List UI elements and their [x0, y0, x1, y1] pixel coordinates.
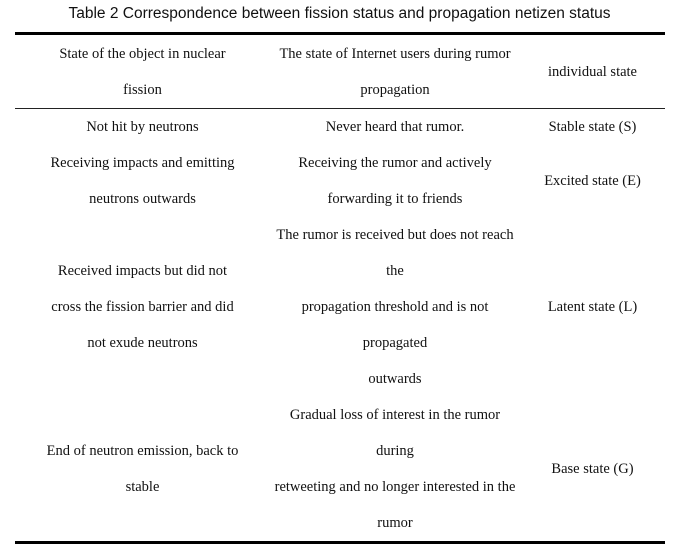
table-row: Not hit by neutrons Never heard that rumo… [15, 109, 665, 146]
cell-netizen-state: Gradual loss of interest in the rumor du… [270, 397, 520, 543]
cell-nuclear-fission-state: End of neutron emission, back to stable [15, 397, 270, 543]
cell-netizen-state: The rumor is received but does not reach… [270, 217, 520, 397]
cell-text-line: individual state [548, 63, 637, 80]
cell-text-line: The rumor is received but does not reach… [276, 227, 514, 279]
cell-individual-state: Stable state (S) [520, 109, 665, 146]
cell-individual-state: Base state (G) [520, 397, 665, 543]
header-cell-individual-state: individual state [520, 33, 665, 109]
table-title: Table 2 Correspondence between fission s… [68, 5, 611, 22]
cell-text-line: Receiving impacts and emitting [50, 155, 235, 171]
table-row: Receiving impacts and emitting neutrons o… [15, 145, 665, 217]
header-cell-netizen-state: The state of Internet users during rumor… [270, 33, 520, 109]
cell-text-line: Received impacts but did not [57, 263, 228, 279]
table-row: End of neutron emission, back to stable Gr… [15, 397, 665, 543]
cell-text-line: Gradual loss of interest in the rumor du… [289, 407, 501, 459]
cell-text-line: Excited state (E) [544, 173, 641, 189]
cell-text-line: The state of Internet users during rumor [279, 45, 511, 62]
cell-text-line: outwards [368, 371, 422, 387]
cell-individual-state: Latent state (L) [520, 217, 665, 397]
cell-text-line: cross the fission barrier and did [51, 299, 234, 315]
cell-text-line: Not hit by neutrons [86, 119, 199, 135]
cell-text-line: State of the object in nuclear [59, 45, 226, 62]
cell-text-line: stable [125, 479, 160, 495]
table-row: Received impacts but did not cross the fi… [15, 217, 665, 397]
cell-nuclear-fission-state: Receiving impacts and emitting neutrons o… [15, 145, 270, 217]
cell-text-line: End of neutron emission, back to [46, 443, 239, 459]
cell-text-line: not exude neutrons [87, 335, 198, 351]
cell-individual-state: Excited state (E) [520, 145, 665, 217]
table-body: Not hit by neutrons Never heard that rumo… [15, 109, 665, 543]
cell-text-line: fission [123, 81, 162, 98]
cell-nuclear-fission-state: Not hit by neutrons [15, 109, 270, 146]
cell-netizen-state: Receiving the rumor and actively forwardi… [270, 145, 520, 217]
cell-text-line: Stable state (S) [548, 119, 637, 135]
header-cell-nuclear-fission-state: State of the object in nuclear fission [15, 33, 270, 109]
cell-text-line: propagation threshold and is not propaga… [301, 299, 489, 351]
header-row: State of the object in nuclear fission The… [15, 33, 665, 109]
table-header: State of the object in nuclear fission The… [15, 33, 665, 109]
cell-nuclear-fission-state: Received impacts but did not cross the fi… [15, 217, 270, 397]
cell-text-line: Base state (G) [551, 461, 634, 477]
cell-netizen-state: Never heard that rumor. [270, 109, 520, 146]
cell-text-line: neutrons outwards [89, 191, 196, 207]
cell-text-line: propagation [360, 81, 430, 98]
cell-text-line: Latent state (L) [547, 299, 638, 315]
cell-text-line: Never heard that rumor. [325, 119, 465, 135]
cell-text-line: Receiving the rumor and actively [298, 155, 492, 171]
cell-text-line: forwarding it to friends [327, 191, 463, 207]
cell-text-line: rumor [377, 515, 413, 531]
cell-text-line: retweeting and no longer interested in t… [274, 479, 516, 495]
